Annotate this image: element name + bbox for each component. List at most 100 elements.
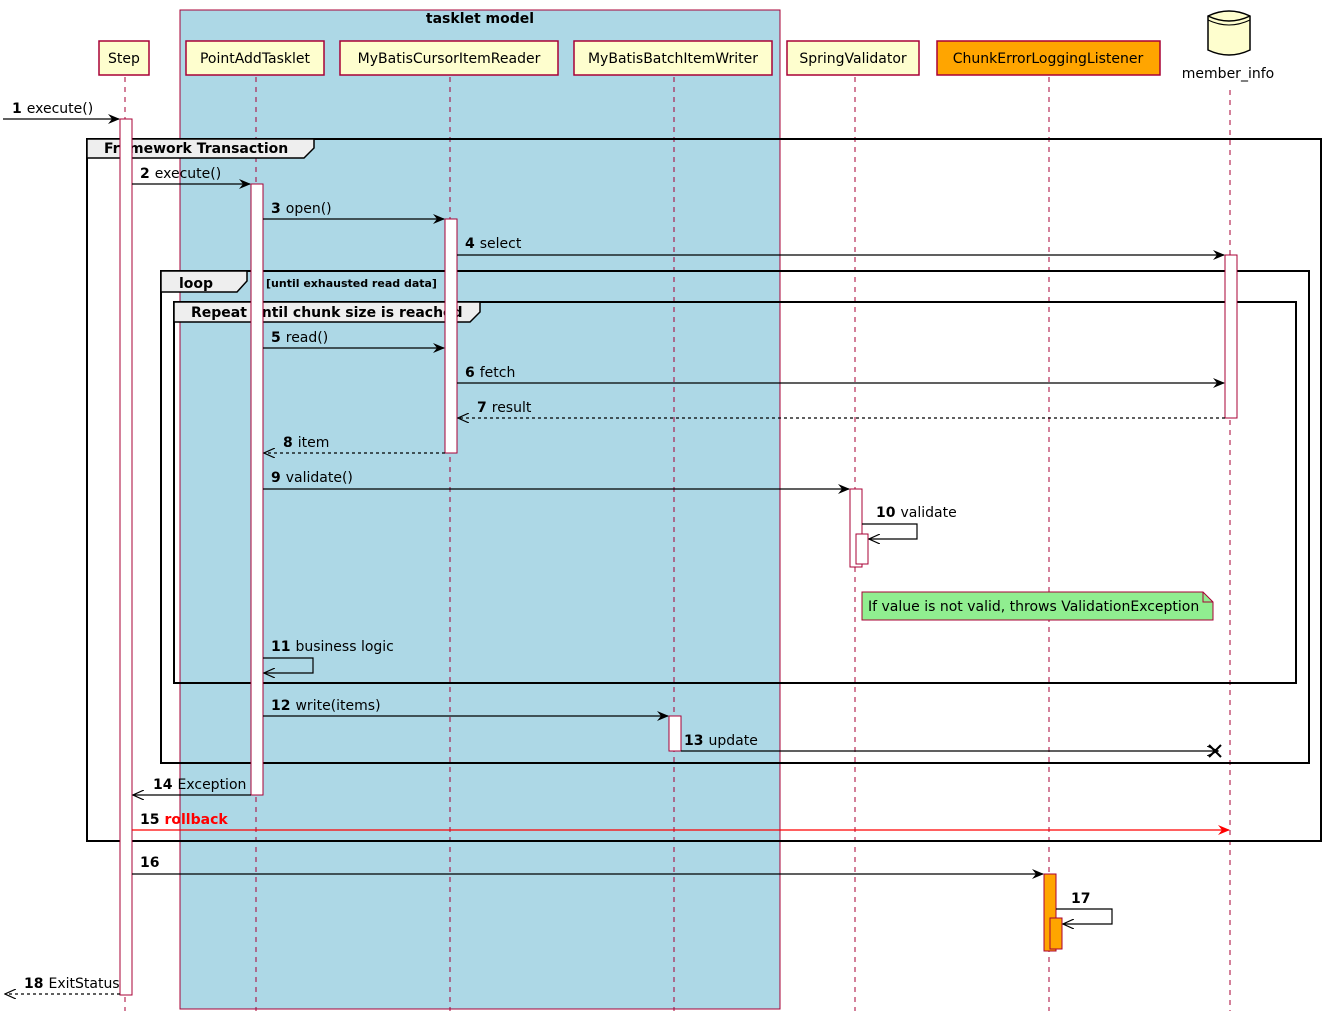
message-1: 1 execute() <box>3 101 120 124</box>
note-validation-text: If value is not valid, throws Validation… <box>868 599 1199 615</box>
message-16-number: 16 <box>140 855 159 871</box>
activation-reader <box>444 218 458 454</box>
message-5: 5 read() <box>263 330 445 353</box>
tasklet-model-box-title: tasklet model <box>426 11 534 27</box>
message-6-number: 6 <box>465 365 475 381</box>
destroy-icon <box>1208 744 1222 758</box>
activation-writer <box>668 715 682 752</box>
message-11-number: 11 <box>271 639 290 655</box>
participant-writer-label: MyBatisBatchItemWriter <box>588 51 758 67</box>
message-13-number: 13 <box>684 733 703 749</box>
message-2: 2 execute() <box>132 166 251 189</box>
activation-step <box>119 118 133 996</box>
message-4-label: select <box>480 236 522 252</box>
lifelines <box>124 77 1231 1011</box>
message-15-label: rollback <box>164 812 228 828</box>
activation-validator-nested <box>855 533 869 565</box>
message-17: 17 <box>1056 891 1113 924</box>
participant-tasklet: PointAddTasklet <box>185 40 325 76</box>
participant-listener: ChunkErrorLoggingListener <box>936 40 1161 76</box>
message-5-label: read() <box>286 330 328 346</box>
message-4-number: 4 <box>465 236 475 252</box>
participant-step: Step <box>98 40 150 76</box>
message-3: 3 open() <box>263 201 445 224</box>
participant-db: member_info <box>1182 10 1274 82</box>
message-11-label: business logic <box>295 639 393 655</box>
activation-listener-nested <box>1049 917 1063 950</box>
message-6-label: fetch <box>480 365 516 381</box>
frame-loop-guard: [until exhausted read data] <box>266 277 437 290</box>
message-1-number: 1 <box>12 101 22 117</box>
participant-db-label: member_info <box>1182 66 1274 82</box>
svg-text:17: 17 <box>1071 891 1090 907</box>
database-icon <box>1207 10 1251 56</box>
participant-listener-label: ChunkErrorLoggingListener <box>953 51 1144 67</box>
message-18: 18 ExitStatus <box>5 976 120 994</box>
participant-validator-label: SpringValidator <box>799 51 907 67</box>
message-6: 6 fetch <box>457 365 1225 388</box>
message-7: 7 result <box>458 400 1225 418</box>
message-5-number: 5 <box>271 330 281 346</box>
message-14-label: Exception <box>177 777 246 793</box>
activation-db <box>1224 254 1238 419</box>
message-14-number: 14 <box>153 777 173 793</box>
message-18-label: ExitStatus <box>48 976 119 992</box>
message-10-label: validate <box>900 505 956 521</box>
message-18-number: 18 <box>24 976 43 992</box>
frame-repeat-chunk-title: Repeat until chunk size is reached <box>191 305 463 321</box>
message-16: 16 <box>132 855 1044 879</box>
frame-framework-transaction-title: Framework Transaction <box>104 141 288 157</box>
message-12-number: 12 <box>271 698 290 714</box>
message-3-number: 3 <box>271 201 281 217</box>
message-15: 15 rollback <box>132 812 1230 835</box>
message-7-label: result <box>492 400 532 416</box>
message-9-number: 9 <box>271 470 281 486</box>
message-13: 13 update <box>681 733 1222 758</box>
message-2-label: execute() <box>155 166 221 182</box>
message-3-label: open() <box>286 201 332 217</box>
message-9: 9 validate() <box>263 470 850 494</box>
message-9-label: validate() <box>286 470 353 486</box>
participant-validator: SpringValidator <box>786 40 920 76</box>
frame-loop-title: loop <box>179 276 213 292</box>
svg-text:16: 16 <box>140 855 159 871</box>
message-13-label: update <box>708 733 757 749</box>
activation-tasklet <box>250 183 264 796</box>
participant-tasklet-label: PointAddTasklet <box>200 51 311 67</box>
message-11: 11 business logic <box>263 639 394 673</box>
message-10-number: 10 <box>876 505 896 521</box>
message-15-number: 15 <box>140 812 159 828</box>
message-17-number: 17 <box>1071 891 1090 907</box>
message-2-number: 2 <box>140 166 150 182</box>
frame-framework-transaction: Framework Transaction <box>86 138 1322 842</box>
tasklet-model-box: tasklet model <box>179 9 781 1010</box>
message-7-number: 7 <box>477 400 487 416</box>
participant-step-label: Step <box>108 51 140 67</box>
message-12: 12 write(items) <box>263 698 669 721</box>
participant-reader: MyBatisCursorItemReader <box>339 40 559 76</box>
participant-reader-label: MyBatisCursorItemReader <box>358 51 541 67</box>
message-12-label: write(items) <box>295 698 380 714</box>
message-1-label: execute() <box>27 101 93 117</box>
message-8-label: item <box>298 435 330 451</box>
